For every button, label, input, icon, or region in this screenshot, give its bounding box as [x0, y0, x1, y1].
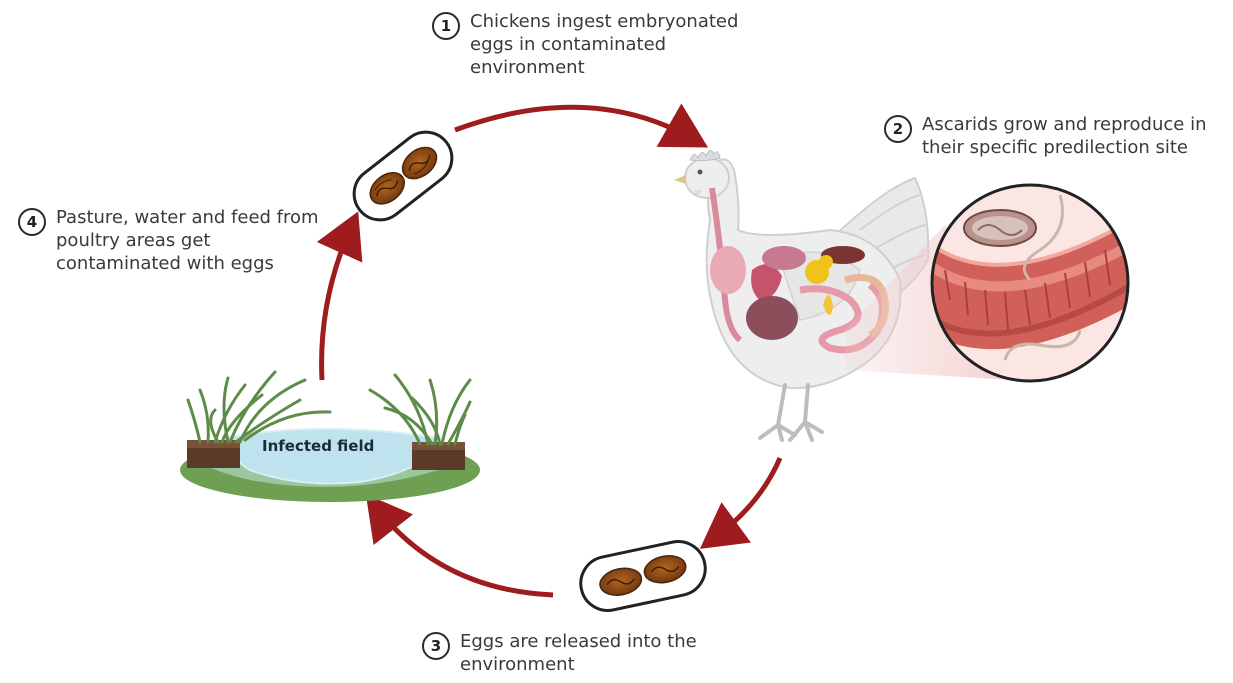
step-4: 4 Pasture, water and feed from poultry a… — [18, 206, 319, 275]
step-description: Chickens ingest embryonated eggs in cont… — [470, 10, 738, 79]
step-number-badge: 1 — [432, 12, 460, 40]
arrow-2-to-3 — [712, 458, 780, 540]
step-description: Ascarids grow and reproduce in their spe… — [922, 113, 1206, 159]
arrow-1-to-2 — [455, 107, 695, 140]
step-number-badge: 2 — [884, 115, 912, 143]
lung-organ — [762, 246, 806, 270]
step-number-badge: 3 — [422, 632, 450, 660]
step-description: Pasture, water and feed from poultry are… — [56, 206, 319, 275]
step-2: 2 Ascarids grow and reproduce in their s… — [884, 113, 1206, 159]
step-3: 3 Eggs are released into the environment — [422, 630, 697, 676]
arrow-3-to-field — [375, 506, 553, 595]
egg-capsule-bottom — [576, 536, 710, 615]
crop-organ — [710, 246, 746, 294]
liver-organ — [746, 296, 798, 340]
infected-field-label: Infected field — [262, 437, 374, 455]
ascarid-egg-icon — [964, 210, 1036, 246]
arrow-field-to-1 — [322, 225, 352, 380]
step-1: 1 Chickens ingest embryonated eggs in co… — [432, 10, 738, 79]
egg-capsule-top — [344, 122, 463, 231]
step-number-badge: 4 — [18, 208, 46, 236]
step-description: Eggs are released into the environment — [460, 630, 697, 676]
